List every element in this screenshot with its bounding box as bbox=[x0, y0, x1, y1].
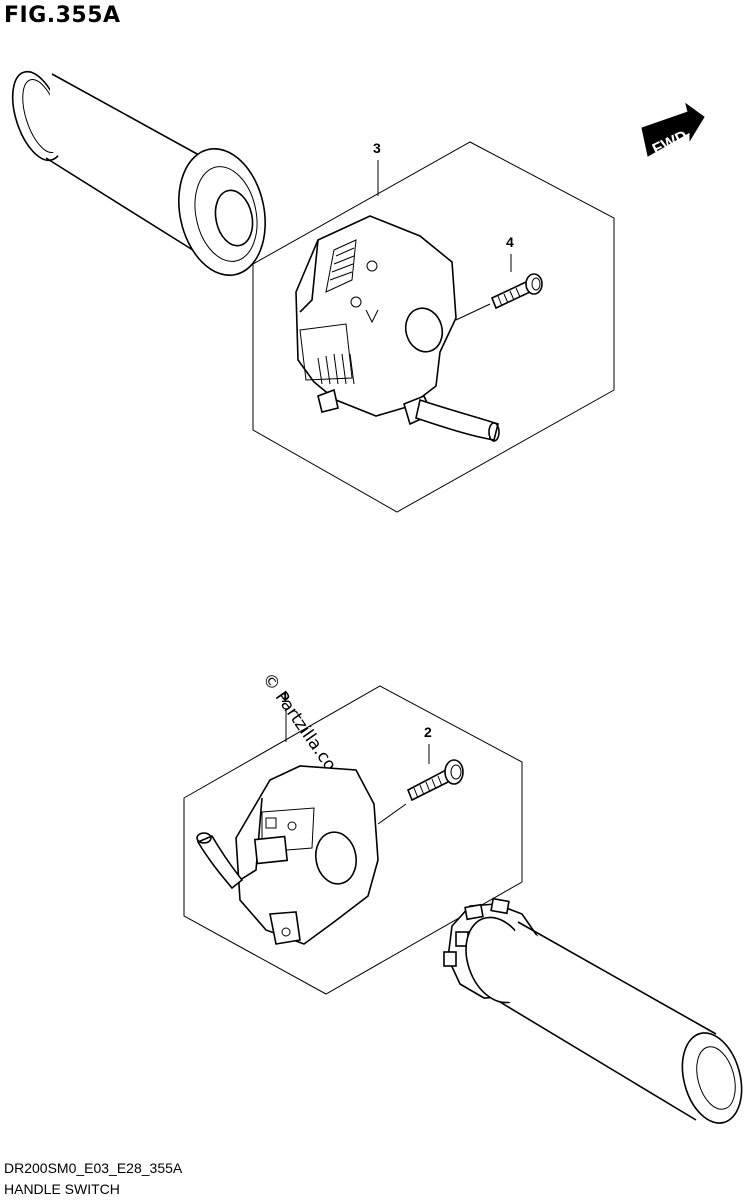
callout-4[interactable]: 4 bbox=[506, 234, 514, 250]
right-handle-switch[interactable] bbox=[295, 215, 500, 442]
figure-name: HANDLE SWITCH bbox=[4, 1181, 120, 1197]
callout-1[interactable]: 1 bbox=[281, 689, 289, 705]
right-throttle-grip[interactable] bbox=[443, 897, 744, 1130]
figure-code: DR200SM0_E03_E28_355A bbox=[4, 1160, 183, 1176]
fwd-direction-badge: FWD bbox=[641, 102, 705, 159]
screw-part-4[interactable] bbox=[490, 273, 543, 310]
screw-part-2[interactable] bbox=[406, 759, 464, 802]
left-handle-grip[interactable] bbox=[3, 65, 277, 283]
part-1-outline bbox=[183, 685, 523, 995]
part-3-outline bbox=[252, 141, 615, 513]
left-handle-switch[interactable] bbox=[196, 765, 379, 945]
callout-3[interactable]: 3 bbox=[373, 140, 381, 156]
figure-title: FIG.355A bbox=[4, 3, 121, 28]
callout-2[interactable]: 2 bbox=[424, 724, 432, 740]
